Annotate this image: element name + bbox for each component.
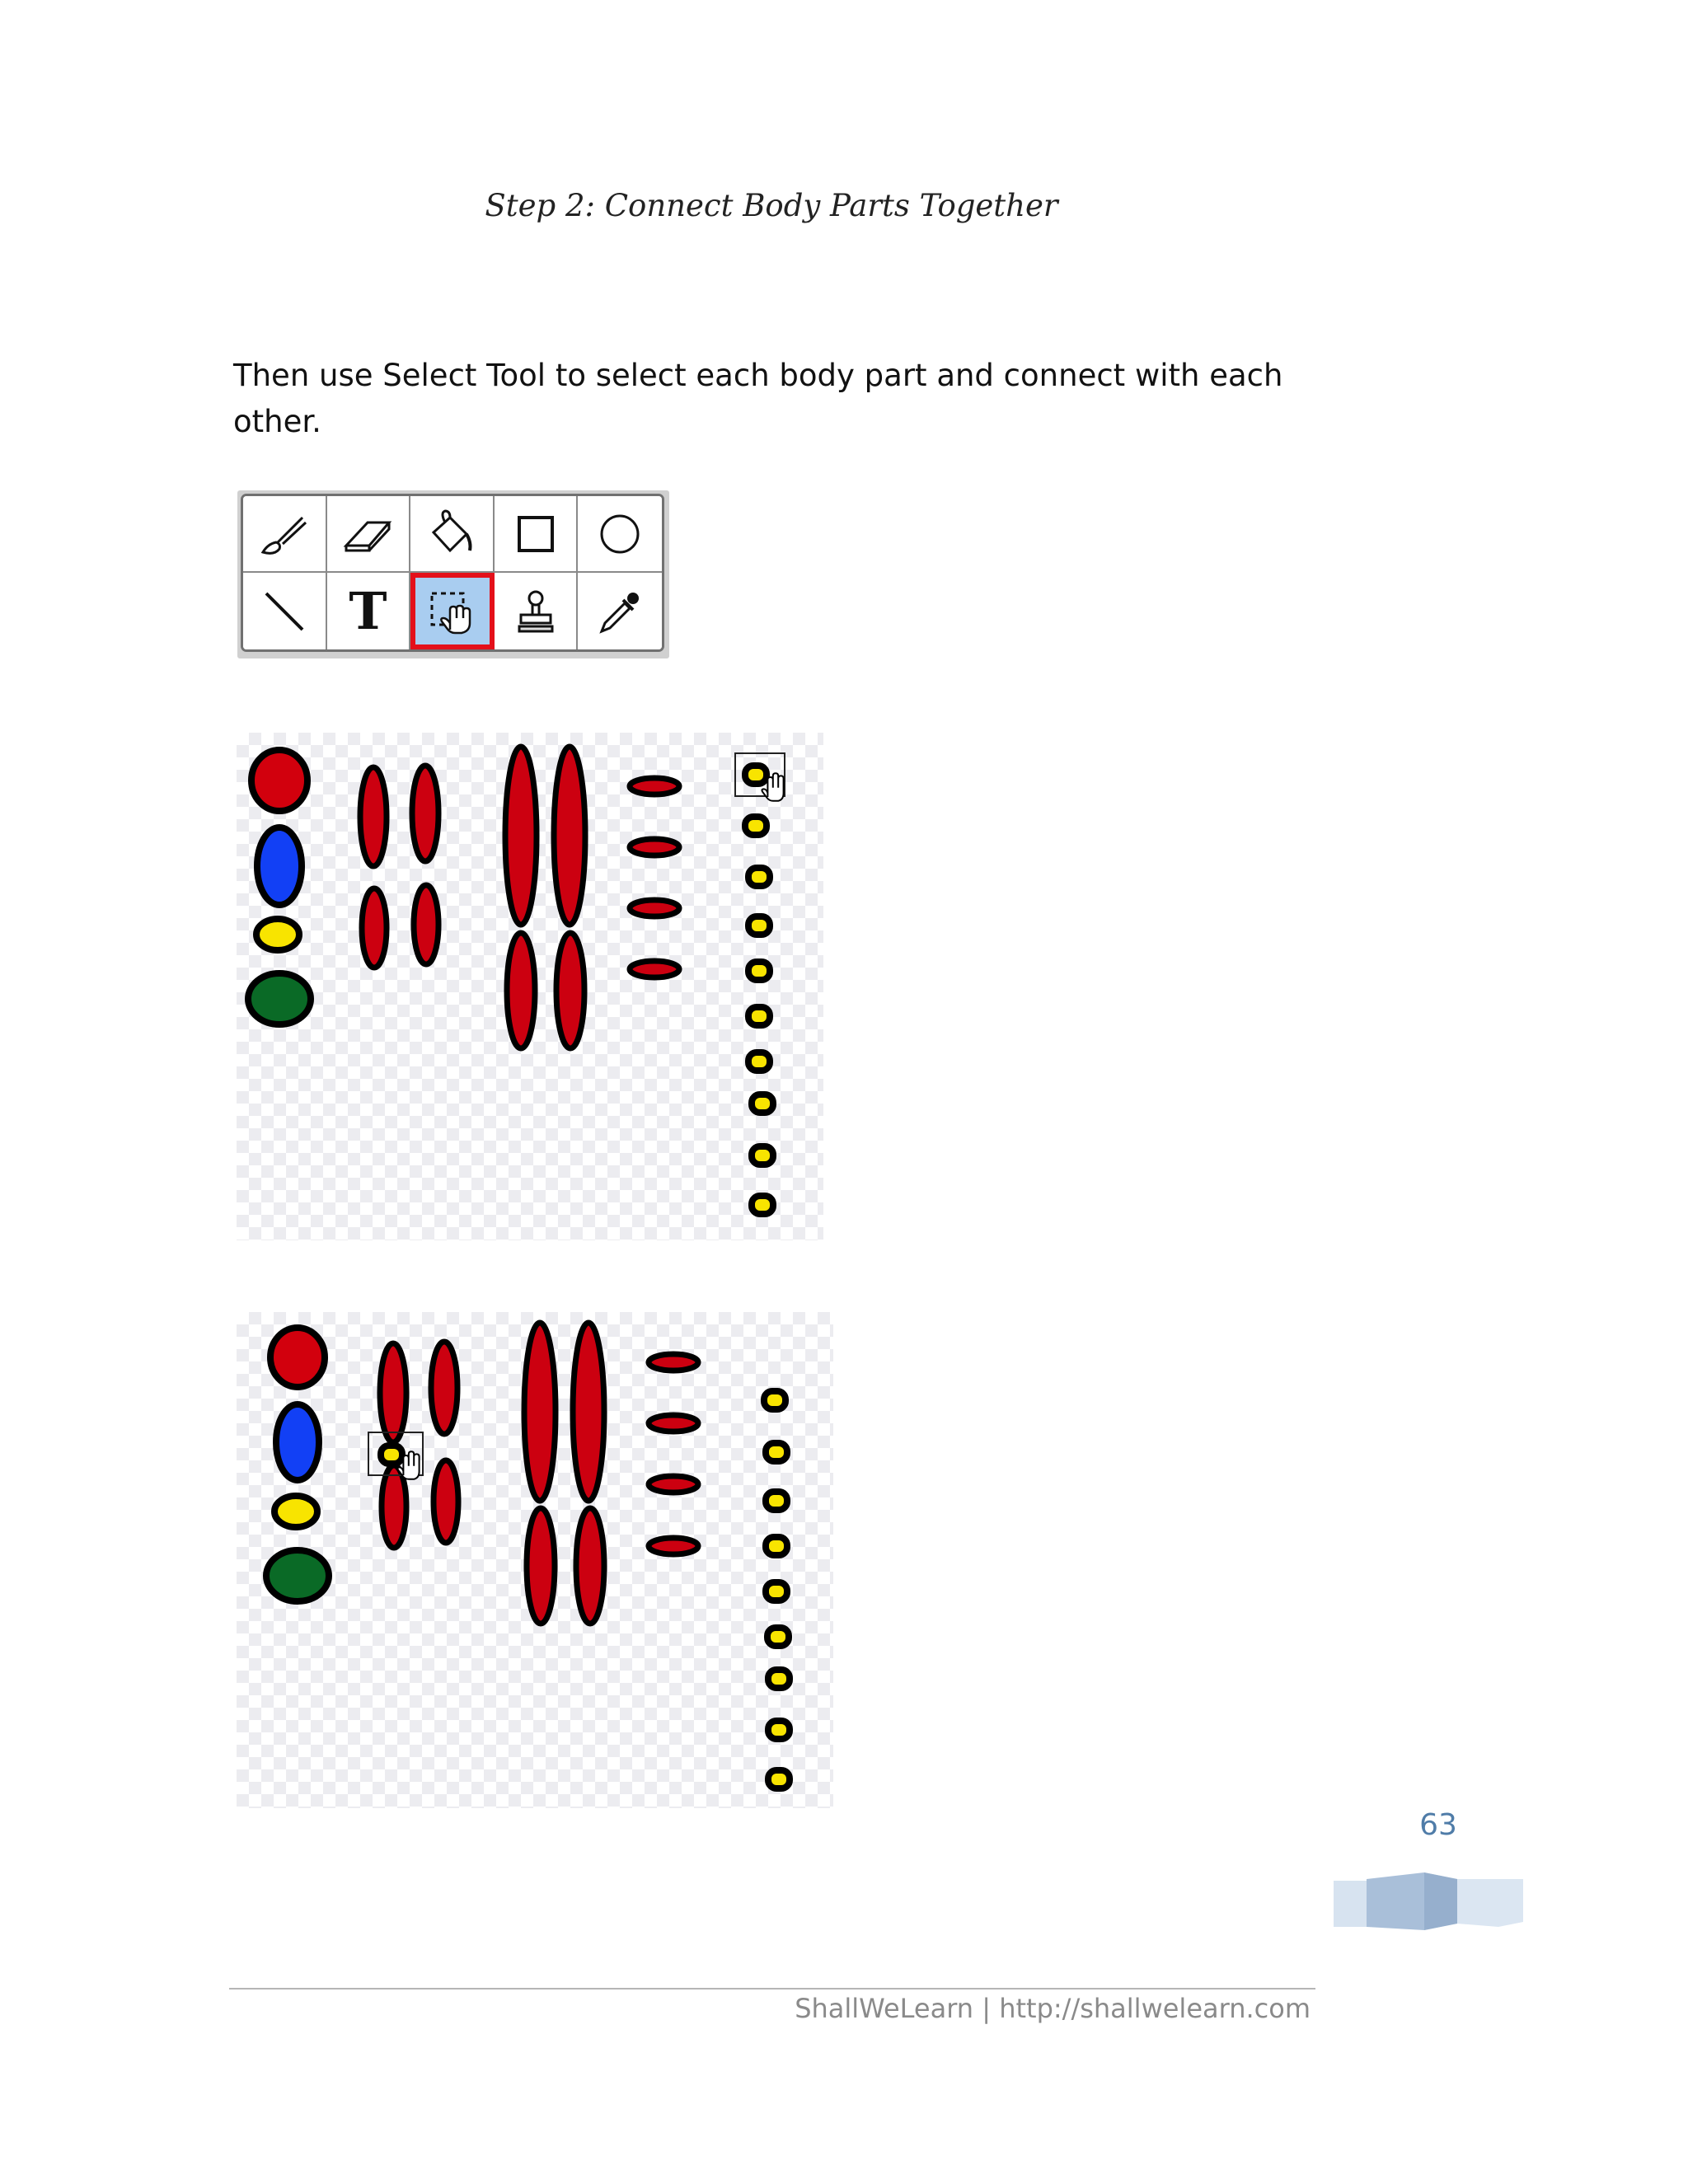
joint-shape[interactable] — [742, 813, 770, 838]
base-shape[interactable] — [263, 1547, 332, 1605]
lower-leg-shape[interactable] — [504, 930, 538, 1052]
base-shape[interactable] — [245, 970, 314, 1028]
neck-shape[interactable] — [253, 916, 302, 954]
leg-shape[interactable] — [551, 743, 588, 928]
page-ribbon-decoration — [1334, 1872, 1523, 1930]
head-shape[interactable] — [267, 1324, 328, 1390]
instruction-paragraph: Then use Select Tool to select each body… — [233, 358, 1283, 439]
line-icon — [265, 592, 304, 630]
paint-toolbox: T — [237, 490, 669, 658]
body-parts-drawing-before — [245, 743, 785, 1217]
hand-cursor-icon — [761, 772, 785, 802]
joint-shape[interactable] — [745, 1049, 773, 1074]
joint-shape[interactable] — [748, 1143, 776, 1168]
eraser-icon — [343, 521, 392, 551]
select-tool-button[interactable] — [410, 573, 495, 649]
text-tool-icon: T — [349, 580, 387, 641]
forearm-shape[interactable] — [410, 882, 442, 968]
forearm-shape[interactable] — [359, 885, 390, 971]
arm-shape[interactable] — [409, 762, 442, 865]
joint-shape[interactable] — [745, 1004, 773, 1029]
forearm-shape[interactable] — [430, 1457, 462, 1546]
hand-cursor-icon — [396, 1451, 420, 1480]
foot-shape[interactable] — [645, 1473, 701, 1496]
eyedropper-icon — [599, 592, 640, 634]
joint-shape[interactable] — [762, 1488, 790, 1513]
joint-shape[interactable] — [748, 1091, 776, 1116]
lower-leg-shape[interactable] — [523, 1505, 558, 1627]
joint-shape[interactable] — [765, 1767, 793, 1792]
body-shape[interactable] — [254, 824, 305, 908]
ellipse-icon — [600, 514, 640, 553]
joint-shape[interactable] — [762, 1534, 790, 1558]
joint-column — [761, 1388, 793, 1792]
dragged-joint-shape[interactable] — [377, 1442, 406, 1467]
footer-text: ShallWeLearn | http://shallwelearn.com — [795, 1993, 1311, 2024]
canvas-screenshot-after — [237, 1312, 833, 1808]
joint-shape[interactable] — [765, 1666, 793, 1691]
foot-shape[interactable] — [645, 1535, 701, 1558]
paintbrush-tool-button[interactable] — [243, 496, 327, 573]
eyedropper-tool-button[interactable] — [578, 573, 662, 649]
foot-shape[interactable] — [626, 958, 682, 981]
stamp-tool-button[interactable] — [494, 573, 579, 649]
fill-bucket-icon — [431, 509, 472, 552]
page-number: 63 — [1419, 1808, 1457, 1842]
joint-column — [742, 762, 776, 1217]
arm-shape[interactable] — [428, 1338, 461, 1437]
ellipse-tool-button[interactable] — [578, 496, 662, 573]
hand-shape[interactable] — [645, 1351, 701, 1374]
rectangle-tool-button[interactable] — [494, 496, 579, 573]
leg-shape[interactable] — [521, 1319, 559, 1504]
foot-shape[interactable] — [626, 897, 682, 920]
joint-shape[interactable] — [762, 1579, 790, 1604]
joint-shape[interactable] — [742, 762, 770, 787]
joint-shape[interactable] — [761, 1388, 789, 1413]
line-tool-button[interactable] — [243, 573, 327, 649]
head-shape[interactable] — [248, 747, 311, 814]
selection-box — [734, 752, 785, 797]
eraser-tool-button[interactable] — [326, 496, 411, 573]
joint-shape[interactable] — [745, 958, 773, 983]
leg-shape[interactable] — [502, 743, 540, 928]
joint-shape[interactable] — [745, 913, 773, 938]
canvas-screenshot-before — [237, 733, 823, 1240]
hand-shape[interactable] — [626, 836, 682, 859]
select-tool-icon — [430, 592, 471, 634]
rectangle-icon — [517, 515, 554, 552]
footer-divider — [229, 1988, 1315, 1990]
lower-leg-shape[interactable] — [573, 1505, 607, 1627]
hand-shape[interactable] — [645, 1412, 701, 1435]
section-heading: Step 2: Connect Body Parts Together — [485, 188, 1058, 223]
lower-leg-shape[interactable] — [553, 930, 588, 1052]
body-shape[interactable] — [273, 1401, 322, 1483]
joint-shape[interactable] — [745, 865, 773, 889]
selection-box — [368, 1432, 424, 1476]
neck-shape[interactable] — [271, 1493, 321, 1530]
joint-shape[interactable] — [748, 1193, 776, 1217]
paintbrush-icon — [260, 516, 307, 555]
stamp-icon — [518, 590, 554, 632]
joint-shape[interactable] — [765, 1718, 793, 1742]
body-parts-drawing-after — [263, 1319, 793, 1792]
leg-shape[interactable] — [570, 1319, 607, 1504]
joint-shape[interactable] — [762, 1440, 790, 1465]
forearm-shape[interactable] — [378, 1462, 410, 1551]
joint-shape[interactable] — [764, 1624, 792, 1649]
hand-shape[interactable] — [626, 775, 682, 798]
arm-shape[interactable] — [357, 764, 390, 869]
fill-tool-button[interactable] — [410, 496, 495, 573]
arm-shape[interactable] — [377, 1340, 410, 1446]
text-tool-button[interactable]: T — [326, 573, 411, 649]
